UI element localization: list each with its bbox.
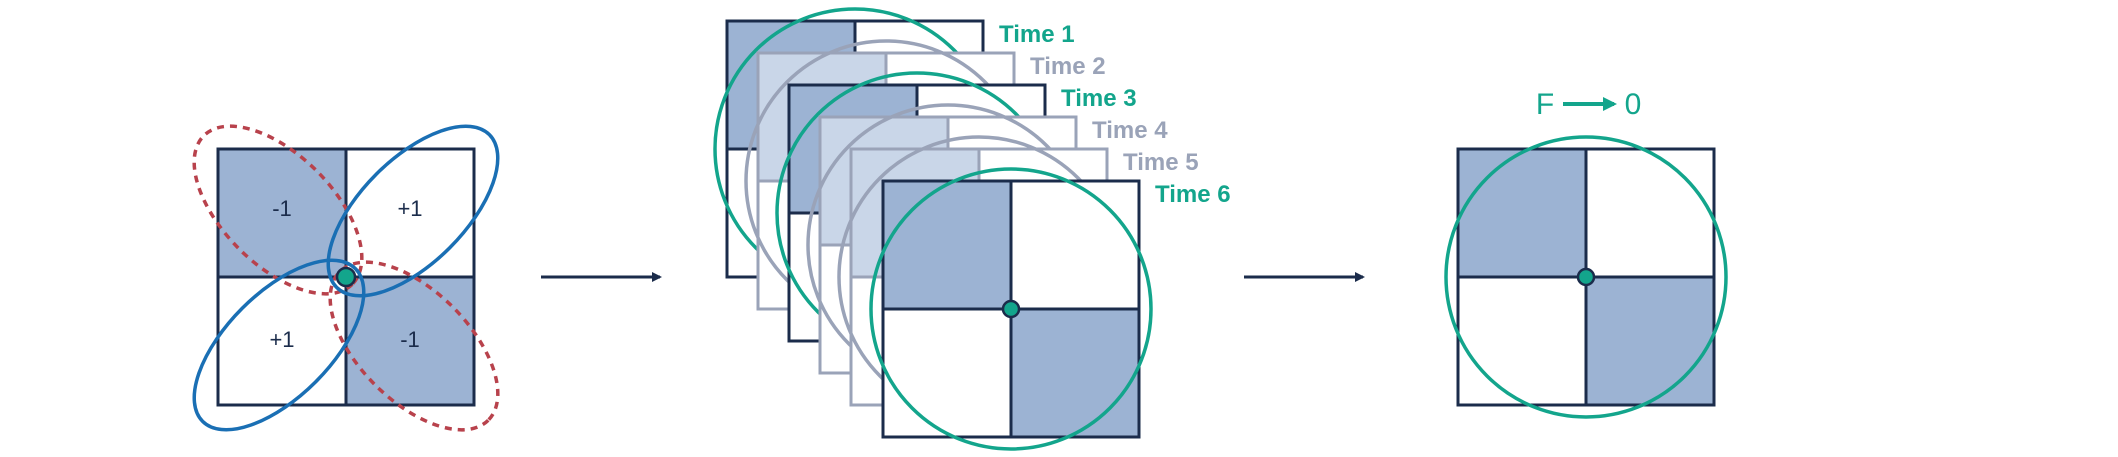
time-frame-1-label: Time 1 xyxy=(999,21,1075,48)
panel-2-time-frames: Time 1 Time 2 Time 3 xyxy=(713,7,1231,451)
panel-3-result: F 0 xyxy=(1444,88,1728,419)
cell-bottom-right-fill xyxy=(346,277,474,405)
time-frame-6: Time 6 xyxy=(869,167,1231,451)
formula-zero: 0 xyxy=(1625,88,1642,121)
center-point-3 xyxy=(1576,267,1596,287)
solid-ellipse-bottom-left xyxy=(192,258,366,432)
panel-1-quadrant-grid: -1 +1 +1 -1 xyxy=(192,124,500,432)
time-frame-3-label: Time 3 xyxy=(1061,85,1137,112)
cell-label-top-right: +1 xyxy=(397,196,422,221)
dashed-ellipse-bottom-right xyxy=(328,260,500,432)
result-circle xyxy=(1444,135,1728,419)
solid-ellipse-top-right xyxy=(326,124,500,298)
cell-top-left-fill xyxy=(218,149,346,277)
cell-label-bottom-right: -1 xyxy=(400,327,420,352)
formula-f: F xyxy=(1536,88,1554,121)
cell-label-bottom-left: +1 xyxy=(269,327,294,352)
time-frame-6-label: Time 6 xyxy=(1155,181,1231,208)
cell-label-top-left: -1 xyxy=(272,196,292,221)
time-frame-6-circle xyxy=(869,167,1153,451)
center-point-1 xyxy=(335,266,357,288)
time-frame-2-label: Time 2 xyxy=(1030,53,1106,80)
time-frame-4-label: Time 4 xyxy=(1092,117,1168,144)
time-frame-5-label: Time 5 xyxy=(1123,149,1199,176)
center-point-2 xyxy=(1001,299,1021,319)
